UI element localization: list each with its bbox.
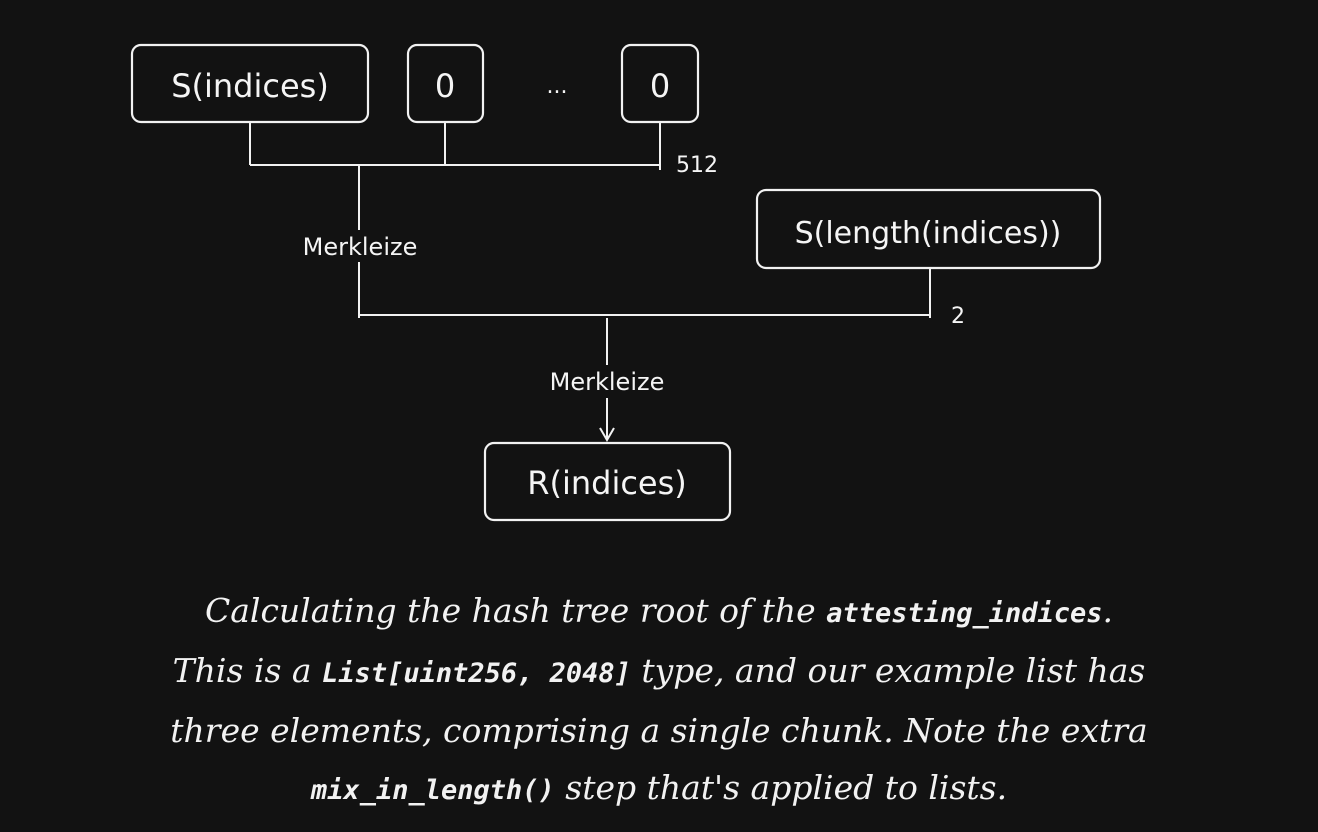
caption-code: mix_in_length() <box>310 775 555 806</box>
ellipsis: ... <box>547 74 568 99</box>
caption-text: . This is a <box>172 591 1114 690</box>
svg-text:0: 0 <box>650 67 670 105</box>
caption-text: Calculating the hash tree root of the <box>204 591 827 630</box>
connector-mix-in <box>359 268 931 438</box>
connector-chunks <box>249 122 661 318</box>
node-r-indices: R(indices) <box>483 441 732 522</box>
caption-code: List[uint256, 2048] <box>322 658 631 689</box>
arrow-head-icon <box>599 427 615 442</box>
svg-text:R(indices): R(indices) <box>527 464 687 502</box>
merkleize-label-2: Merkleize <box>550 368 665 396</box>
count-512-label: 512 <box>676 153 718 178</box>
svg-text:S(length(indices)): S(length(indices)) <box>795 216 1062 251</box>
svg-text:0: 0 <box>435 67 455 105</box>
node-s-length: S(length(indices)) <box>755 188 1102 270</box>
node-s-indices: S(indices) <box>130 43 370 124</box>
node-zero-last: 0 <box>620 43 700 124</box>
caption-text: type, and our example list has three ele… <box>170 651 1148 750</box>
count-2-label: 2 <box>951 304 965 329</box>
svg-text:S(indices): S(indices) <box>171 67 329 105</box>
figure-caption: Calculating the hash tree root of the at… <box>0 582 1318 819</box>
caption-code: attesting_indices <box>826 598 1103 629</box>
merkleize-label-1: Merkleize <box>303 233 418 261</box>
caption-text: step that's applied to lists. <box>554 768 1008 807</box>
node-zero-first: 0 <box>406 43 485 124</box>
